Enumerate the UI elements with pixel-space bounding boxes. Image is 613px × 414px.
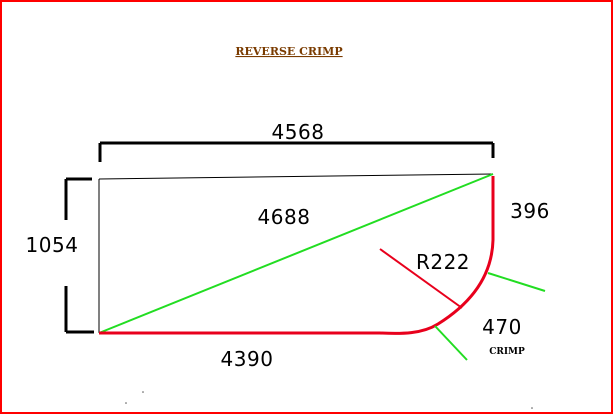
- speck-mark: [531, 407, 533, 409]
- radius-leader-line: [379, 248, 463, 309]
- diagram-title: REVERSE CRIMP: [235, 45, 342, 58]
- crimp-tick-lower: [434, 325, 468, 361]
- right-edge-label: 396: [510, 199, 550, 223]
- left-height-label: 1054: [26, 233, 79, 257]
- crimp-tick-upper: [487, 272, 546, 292]
- left-dimension-bracket: [64, 177, 94, 334]
- top-edge: [98, 173, 494, 180]
- speck-mark: [142, 391, 144, 393]
- diagonal-label: 4688: [258, 205, 311, 229]
- diagonal-line: [98, 173, 494, 334]
- top-width-label: 4568: [272, 120, 325, 144]
- crimp-label: CRIMP: [489, 347, 525, 357]
- red-profile-path: [99, 176, 495, 335]
- speck-mark: [125, 402, 127, 404]
- top-dimension-bracket: [98, 141, 495, 162]
- crimp-value-label: 470: [482, 315, 522, 339]
- radius-label: R222: [416, 250, 470, 274]
- bottom-length-label: 4390: [221, 347, 274, 371]
